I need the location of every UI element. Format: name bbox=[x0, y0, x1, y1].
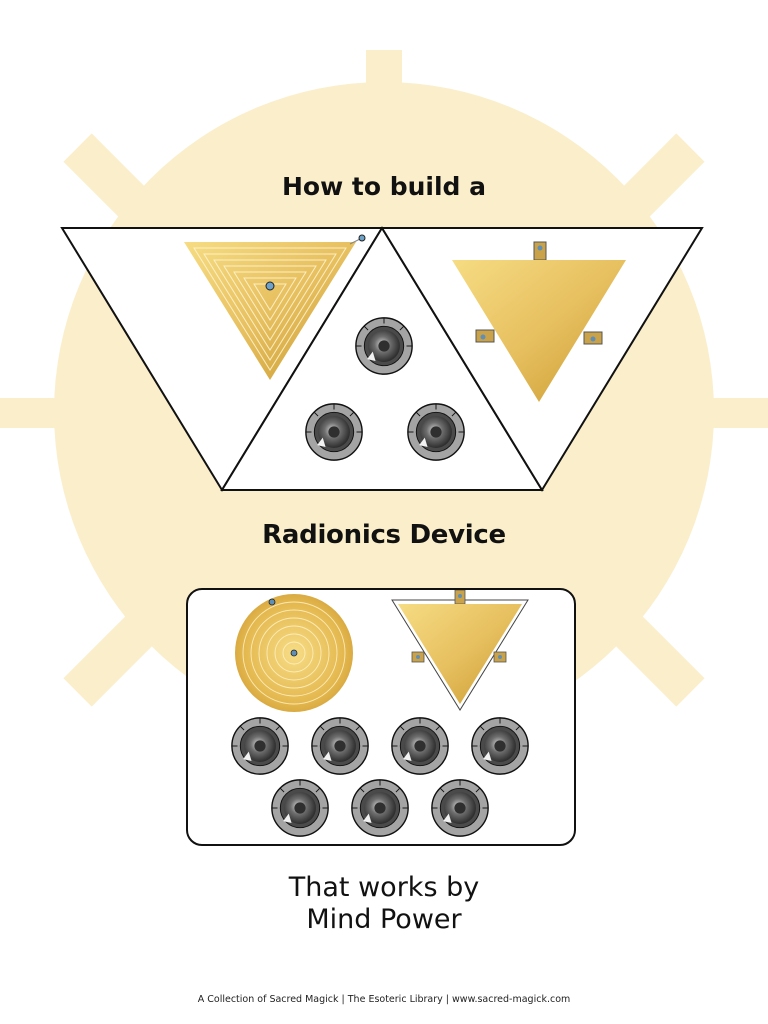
gold-triangle-plate-icon bbox=[452, 241, 626, 402]
heading-line-1: How to build a bbox=[281, 172, 487, 201]
dial-icon[interactable] bbox=[407, 403, 465, 461]
square-spiral-triangle-icon bbox=[184, 234, 366, 380]
dial-icon[interactable] bbox=[305, 403, 363, 461]
circular-spiral-icon bbox=[235, 594, 353, 712]
footer-credit: A Collection of Sacred Magick | The Esot… bbox=[197, 994, 571, 1005]
gold-triangle-plate-icon bbox=[391, 589, 529, 711]
dial-icon[interactable] bbox=[355, 317, 413, 375]
heading-line-2: Radionics Device bbox=[262, 520, 506, 550]
subtitle-line-2: Mind Power bbox=[306, 904, 462, 935]
bottom-device-panel bbox=[186, 588, 576, 846]
subtitle-line-1: That works by bbox=[288, 872, 480, 903]
subtitle: That works by Mind Power bbox=[0, 872, 768, 936]
bottom-device-art bbox=[235, 589, 529, 712]
